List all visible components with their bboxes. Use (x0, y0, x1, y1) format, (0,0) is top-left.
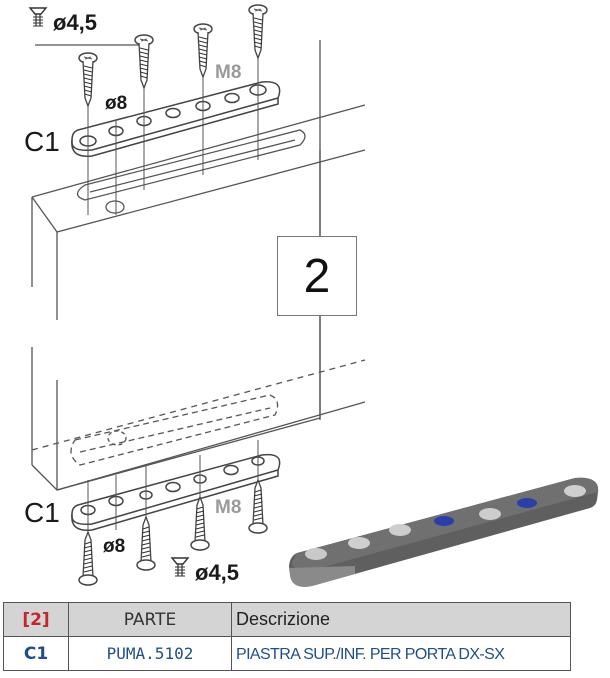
description-cell: PIASTRA SUP./INF. PER PORTA DX-SX (236, 645, 505, 663)
callout-number: 2 (303, 249, 331, 303)
ref-cell: C1 (23, 643, 49, 664)
part-header: PARTE (123, 609, 177, 630)
part-number-cell: PUMA.5102 (106, 643, 194, 663)
parts-table: [2] PARTE Descrizione C1 PUMA.5102 PIAST… (3, 602, 571, 671)
table-header-row: [2] PARTE Descrizione (3, 602, 571, 637)
thread-label-bottom: M8 (215, 497, 242, 518)
screw-diameter-label-bottom: ø4,5 (195, 560, 240, 585)
callout-box: 2 (277, 236, 357, 316)
table-row: C1 PUMA.5102 PIASTRA SUP./INF. PER PORTA… (3, 636, 571, 671)
door-plate-exploded-view (29, 4, 599, 587)
plate-render (289, 477, 599, 587)
countersunk-screw-icon (171, 557, 189, 577)
part-label-c1-top: C1 (24, 126, 60, 157)
hole-diameter-label-bottom: ø8 (103, 536, 126, 557)
description-header: Descrizione (236, 609, 331, 629)
screw-diameter-label-top: ø4,5 (53, 10, 98, 35)
part-label-c1-bottom: C1 (24, 497, 60, 528)
thread-label-top: M8 (215, 62, 242, 83)
assembly-diagram: ø4,5 ø8 M8 C1 C1 ø8 M8 ø4,5 2 (24, 4, 599, 587)
ref-header: [2] (22, 609, 50, 630)
countersunk-screw-icon (29, 7, 47, 27)
hole-diameter-label-top: ø8 (105, 93, 128, 114)
